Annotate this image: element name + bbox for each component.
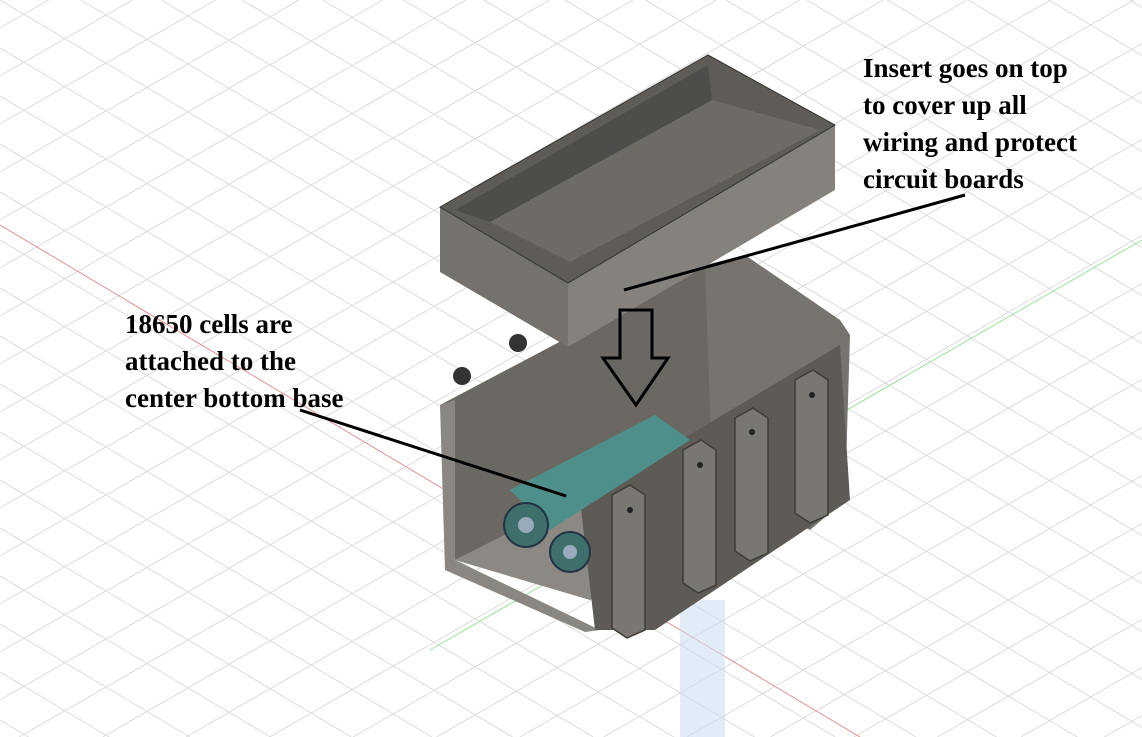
grid-line: [937, 618, 1142, 737]
grid-line: [0, 335, 675, 737]
grid-line: [645, 0, 1142, 296]
grid-line: [0, 623, 191, 737]
battery-base-box[interactable]: [440, 255, 850, 639]
insert-leader-line: [623, 193, 966, 292]
grid-line: [0, 479, 433, 737]
grid-line: [0, 575, 271, 737]
grid-line: [686, 474, 1142, 737]
18650-cells[interactable]: [503, 415, 690, 573]
grid-line: [0, 0, 467, 269]
annotation-line: attached to the: [125, 346, 296, 376]
front-ribs: [611, 369, 829, 639]
cell-body: [510, 415, 690, 530]
grid-line: [725, 0, 1142, 248]
grid-line: [0, 0, 133, 77]
grid-line: [853, 570, 1142, 737]
grid-line: [0, 0, 717, 413]
cells-leader-line: [299, 408, 567, 498]
down-arrow-icon: [600, 308, 671, 408]
annotation-line: circuit boards: [863, 164, 1024, 194]
z-axis-shadow: [680, 600, 725, 737]
grid-line: [0, 527, 352, 737]
annotation-line: to cover up all: [863, 90, 1027, 120]
tray-right-face: [568, 125, 835, 347]
cell-terminal-1: [518, 517, 534, 533]
grid-line: [0, 287, 755, 737]
grid-line: [0, 0, 550, 317]
tray-inner-floor: [490, 100, 820, 262]
annotation-line: 18650 cells are: [125, 309, 293, 339]
grid-line: [0, 671, 110, 737]
thumb-knobs: [453, 334, 527, 385]
grid-line: [770, 522, 1142, 737]
grid-line: [0, 431, 513, 737]
grid-line: [1104, 714, 1142, 737]
base-back-wall: [440, 265, 712, 560]
annotation-line: Insert goes on top: [863, 53, 1068, 83]
screw-holes: [627, 392, 815, 513]
grid-line: [519, 378, 1142, 737]
grid-line: [887, 0, 1142, 152]
insert-annotation: Insert goes on top to cover up all wirin…: [863, 50, 1077, 198]
cell-terminal-2: [563, 545, 577, 559]
annotation-line: center bottom base: [125, 383, 344, 413]
base-left-end: [440, 400, 600, 632]
tray-front-face: [440, 207, 568, 347]
annotation-line: wiring and protect: [863, 127, 1077, 157]
grid-line: [0, 0, 383, 221]
grid-line: [0, 0, 216, 125]
cells-annotation: 18650 cells are attached to the center b…: [125, 306, 343, 417]
grid-line: [0, 383, 594, 737]
grid-line: [1020, 666, 1142, 737]
grid-line: [806, 0, 1142, 200]
grid-line: [1048, 0, 1142, 56]
tray-inner-wall: [455, 65, 712, 222]
insert-tray[interactable]: [439, 54, 837, 347]
grid-line: [0, 719, 29, 737]
grid-line: [564, 0, 1142, 344]
grid-line: [0, 0, 300, 173]
grid-line: [967, 0, 1142, 104]
grid-line: [0, 0, 801, 461]
